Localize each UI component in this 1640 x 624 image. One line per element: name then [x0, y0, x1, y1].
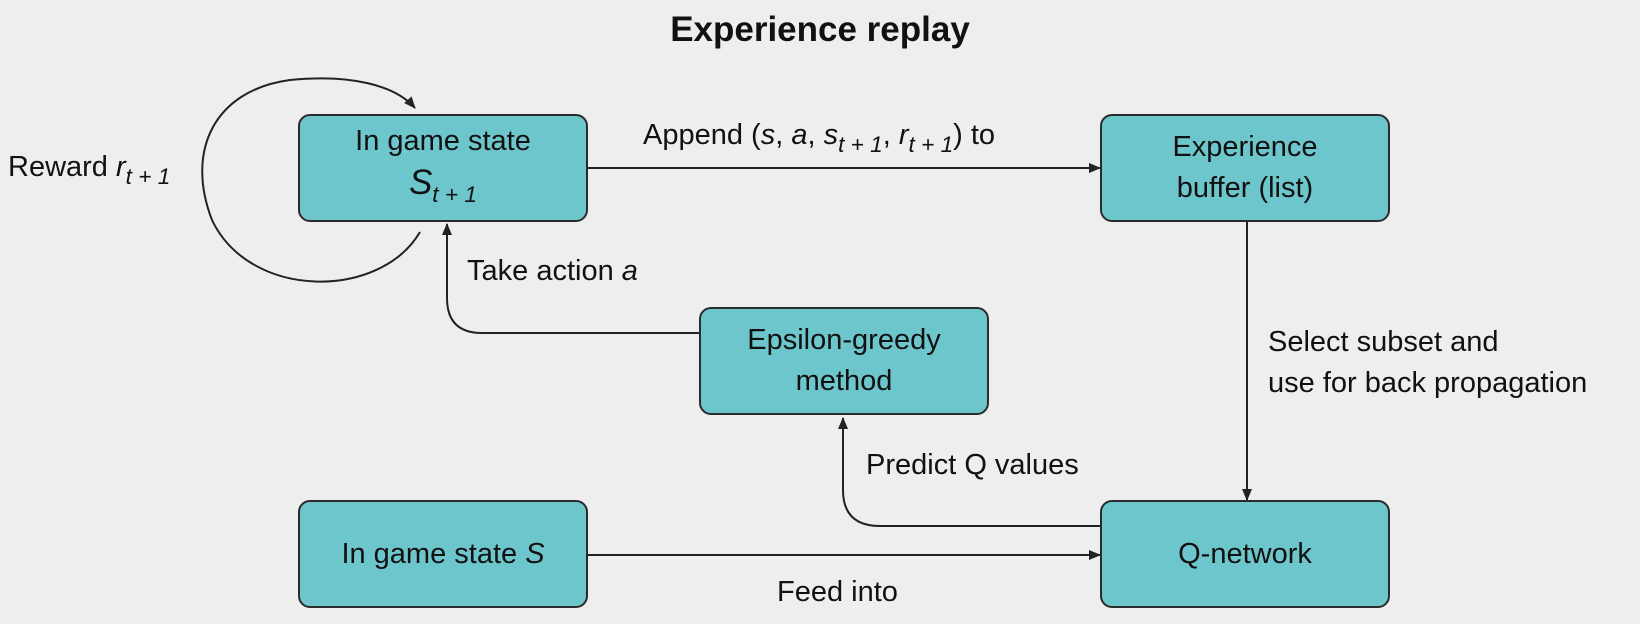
- node-game-state-next-label: In game state: [355, 125, 531, 158]
- diagram-title: Experience replay: [670, 10, 970, 49]
- select-subset-line1: Select subset and: [1268, 326, 1499, 358]
- predict-q-label: Predict Q values: [866, 449, 1079, 481]
- feed-into-label: Feed into: [777, 576, 898, 608]
- select-subset-line2: use for back propagation: [1268, 367, 1588, 399]
- predict-q-arrow: [838, 417, 1100, 527]
- node-q-network: Q-network: [1100, 500, 1390, 608]
- node-game-state-next: In game state St + 1: [298, 114, 588, 222]
- node-epsilon-greedy-line2: method: [795, 365, 893, 397]
- select-subset-label: Select subset and use for back propagati…: [1268, 322, 1587, 404]
- reward-loop-arrow: [201, 77, 421, 283]
- node-experience-buffer: Experience buffer (list): [1100, 114, 1390, 222]
- take-action-arrow: [442, 223, 699, 334]
- node-game-state-label: In game state S: [341, 537, 545, 570]
- node-epsilon-greedy-line1: Epsilon-greedy: [747, 324, 941, 356]
- node-experience-buffer-line2: buffer (list): [1176, 172, 1314, 204]
- reward-label: Reward rt + 1: [8, 151, 171, 189]
- node-q-network-label: Q-network: [1178, 537, 1312, 570]
- node-epsilon-greedy: Epsilon-greedy method: [699, 307, 989, 415]
- node-game-state: In game state S: [298, 500, 588, 608]
- node-experience-buffer-line1: Experience: [1172, 131, 1318, 163]
- node-game-state-next-symbol: St + 1: [409, 163, 477, 207]
- append-label: Append (s, a, st + 1, rt + 1) to: [643, 119, 996, 157]
- take-action-label: Take action a: [467, 255, 638, 287]
